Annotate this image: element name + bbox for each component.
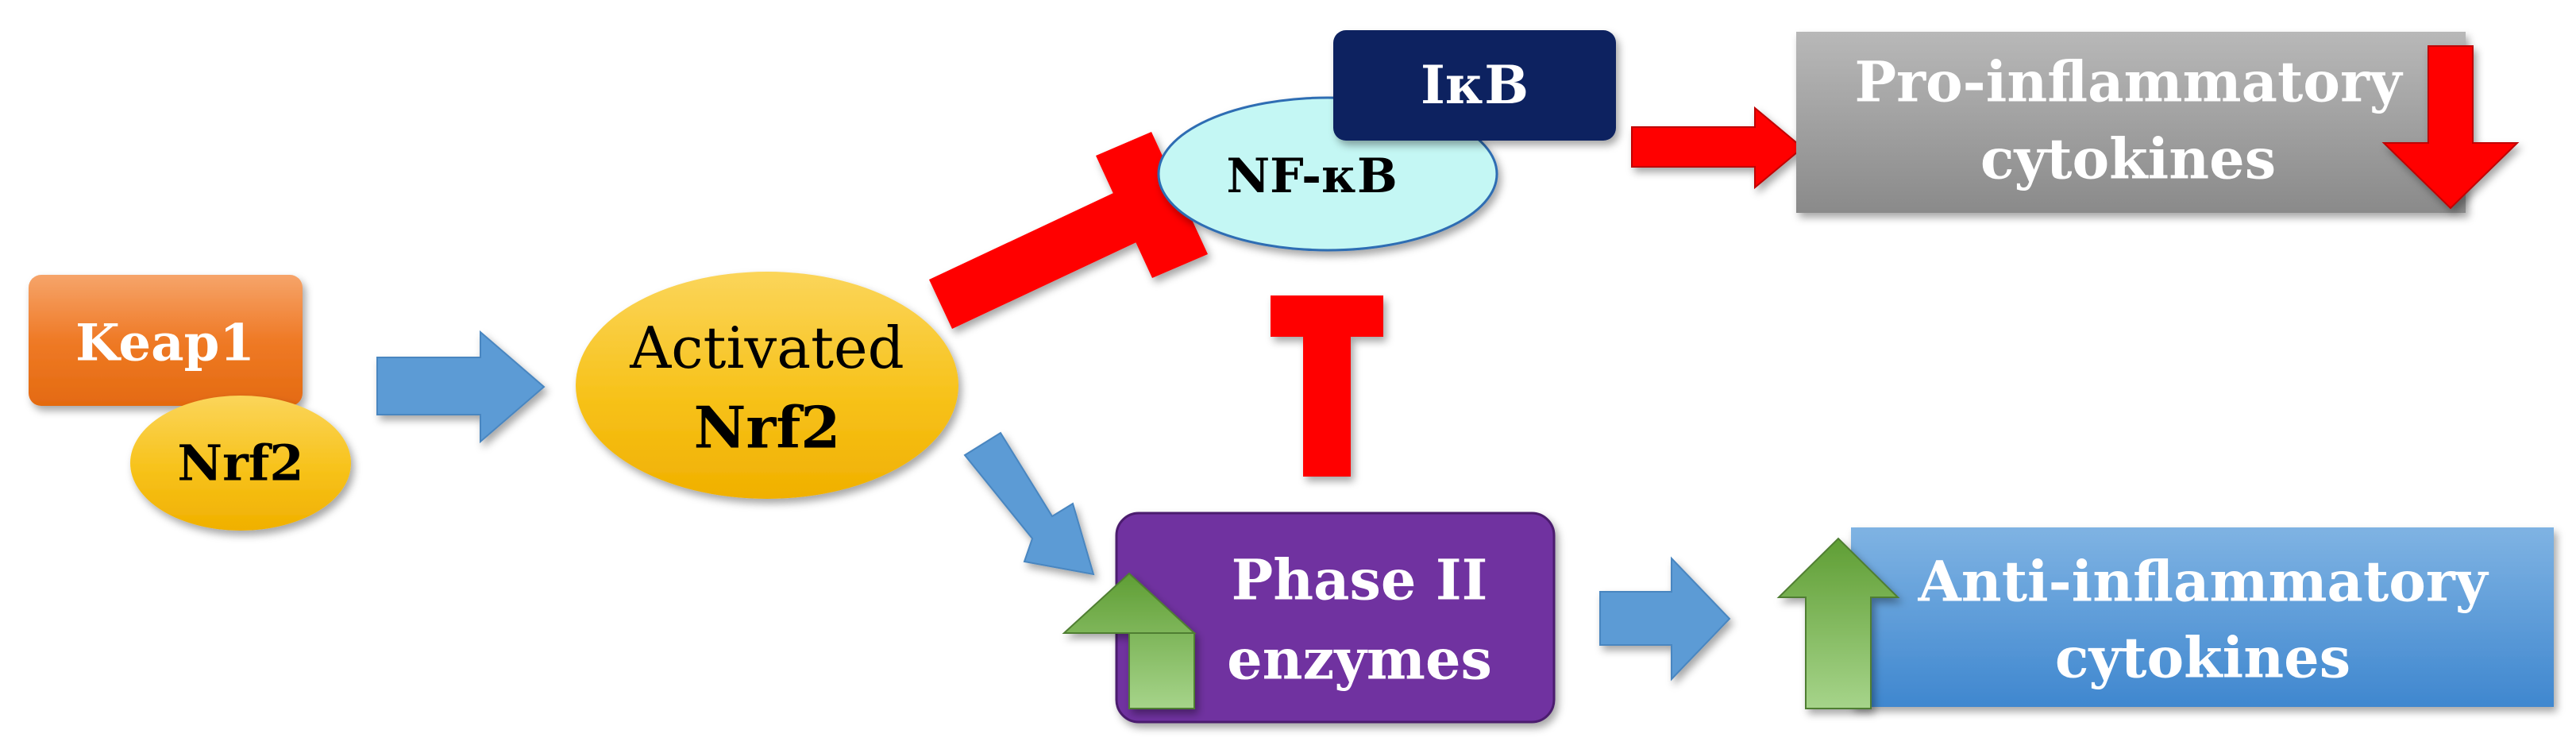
nrf2-to-phase2-arrow (963, 431, 1095, 576)
keap1-label: Keap1 (75, 314, 255, 373)
inhibition-nrf2-to-nfkb (929, 132, 1208, 329)
inhibition-phase2-to-nfkb (1271, 295, 1383, 477)
activated-nrf2-label: Nrf2 (694, 394, 841, 461)
phase2-label-2: enzymes (1227, 627, 1492, 693)
phase2-enzymes-node: Phase II enzymes (1115, 512, 1556, 724)
keap1-box (29, 275, 303, 406)
activated-nrf2-ellipse (576, 272, 958, 499)
anti-inflammatory-label-2: cytokines (2055, 625, 2350, 691)
anti-increase-arrow-icon (1776, 537, 1900, 709)
phase2-label-1: Phase II (1232, 547, 1488, 613)
phase2-increase-arrow-icon (1062, 572, 1197, 709)
pro-inflammatory-label-2: cytokines (1980, 126, 2276, 192)
nfkb-ikb-complex: NF-κB IκB (1157, 30, 1616, 252)
ikb-box (1333, 30, 1616, 141)
nfkb-label: NF-κB (1226, 149, 1397, 204)
ikb-label: IκB (1421, 54, 1529, 116)
nrf2-label: Nrf2 (177, 434, 303, 492)
anti-inflammatory-label-1: Anti-inflammatory (1918, 549, 2489, 615)
decrease-arrow-icon (2381, 45, 2520, 210)
anti-inflammatory-box (1851, 527, 2554, 707)
pro-inflammatory-box (1796, 32, 2466, 213)
nfkb-to-pro-arrow (1631, 106, 1804, 190)
phase2-to-anti-arrow (1599, 556, 1731, 682)
activated-nrf2-node: Activated Nrf2 (576, 272, 958, 499)
keap1-nrf2-complex: Keap1 Nrf2 (29, 275, 351, 531)
anti-inflammatory-node: Anti-inflammatory cytokines (1851, 527, 2554, 707)
pro-inflammatory-node: Pro-inflammatory cytokines (1796, 32, 2466, 213)
pro-inflammatory-label-1: Pro-inflammatory (1854, 49, 2403, 115)
activated-label: Activated (629, 315, 904, 381)
activation-arrow (376, 330, 546, 444)
nrf2-ellipse (130, 396, 351, 531)
